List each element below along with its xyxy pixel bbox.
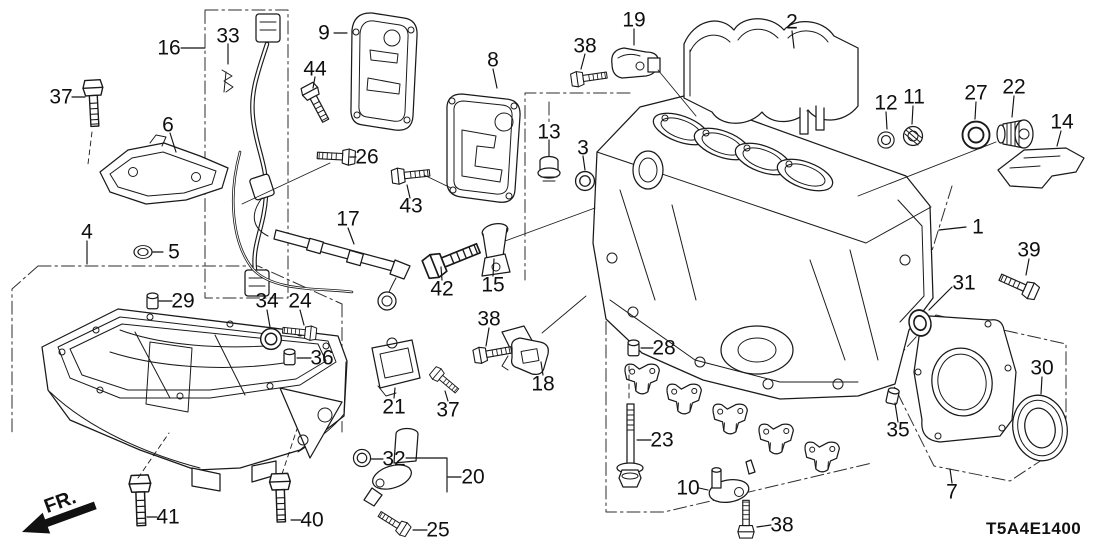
part-callout-31-30[interactable]: 31 [952, 271, 976, 295]
bolt-38-mid [472, 341, 514, 365]
bolt-25 [375, 507, 413, 539]
part-callout-19-18[interactable]: 19 [622, 8, 646, 32]
washer-5 [133, 244, 153, 260]
sensor-bracket-drawing [611, 47, 661, 79]
part-callout-3-2[interactable]: 3 [577, 136, 589, 160]
fastener-and-seal-parts [81, 66, 1041, 539]
fr-direction-arrow: FR. [22, 486, 97, 534]
bolt-44 [298, 80, 334, 126]
part-callout-40-42[interactable]: 40 [300, 508, 324, 532]
plug-13 [537, 155, 561, 182]
part-callout-42-44[interactable]: 42 [430, 277, 454, 301]
plug-22 [996, 119, 1034, 149]
bolt-38-bottom [737, 499, 755, 539]
part-callout-32-31[interactable]: 32 [382, 447, 406, 471]
dowel-35 [885, 386, 901, 406]
part-callout-43-45[interactable]: 43 [399, 194, 423, 218]
washer-12 [877, 131, 895, 149]
part-callout-5-4[interactable]: 5 [168, 240, 180, 264]
seal-ring-3 [574, 170, 596, 192]
harness-clip-drawing [221, 69, 234, 93]
part-callout-15-14[interactable]: 15 [481, 273, 505, 297]
part-callout-8-7[interactable]: 8 [487, 48, 499, 72]
breather-plate-drawing [350, 12, 418, 131]
diagram-code: T5A4E1400 [986, 519, 1082, 538]
leader-lines [71, 28, 1062, 531]
crank-seal-plate-drawing [913, 315, 1017, 443]
oil-jet-plate-drawing [708, 459, 756, 504]
part-callout-27-26[interactable]: 27 [964, 81, 988, 105]
part-callout-17-16[interactable]: 17 [336, 207, 360, 231]
bolt-37-top-left [81, 78, 106, 128]
part-callout-16-15[interactable]: 16 [157, 36, 181, 60]
part-callout-2-1[interactable]: 2 [786, 10, 798, 34]
bolt-40 [268, 472, 293, 524]
part-callout-33-32[interactable]: 33 [216, 24, 240, 48]
part-callout-18-17[interactable]: 18 [531, 372, 555, 396]
separator-plate-drawing [446, 93, 521, 203]
bolt-38-top [569, 66, 609, 89]
washer-34 [259, 327, 283, 351]
dowel-36 [283, 348, 296, 366]
part-callout-20-19[interactable]: 20 [461, 465, 485, 489]
part-callout-26-25[interactable]: 26 [355, 145, 379, 169]
part-callout-28-27[interactable]: 28 [652, 336, 676, 360]
dowel-28 [627, 339, 640, 357]
part-callout-12-11[interactable]: 12 [874, 91, 898, 115]
seal-27 [961, 120, 991, 150]
oil-pipe-drawing [232, 150, 411, 311]
stiffener-bracket-drawing [99, 134, 229, 205]
part-callout-38-40[interactable]: 38 [770, 513, 794, 537]
part-callout-38-39[interactable]: 38 [477, 307, 501, 331]
part-callout-6-5[interactable]: 6 [162, 113, 174, 137]
part-callout-44-46[interactable]: 44 [303, 57, 327, 81]
part-callout-21-20[interactable]: 21 [382, 395, 406, 419]
part-callout-34-33[interactable]: 34 [255, 289, 279, 313]
bolt-39 [996, 268, 1041, 302]
o-ring-32 [352, 448, 372, 468]
part-callout-9-8[interactable]: 9 [318, 21, 330, 45]
part-callout-7-6[interactable]: 7 [946, 480, 958, 504]
part-callout-35-34[interactable]: 35 [886, 418, 910, 442]
part-callout-30-29[interactable]: 30 [1030, 356, 1054, 380]
bolt-42 [420, 236, 484, 282]
knock-sensor-drawing [481, 223, 511, 277]
water-jacket-spacer-drawing [683, 18, 859, 135]
dowel-29 [146, 292, 159, 310]
part-callout-37-36[interactable]: 37 [49, 85, 73, 109]
part-callout-41-43[interactable]: 41 [156, 505, 180, 529]
bolt-26 [316, 146, 357, 167]
plug-11 [902, 125, 924, 147]
side-spacer-drawing [997, 147, 1085, 189]
part-callout-13-12[interactable]: 13 [537, 120, 561, 144]
part-callout-37-37[interactable]: 37 [436, 398, 460, 422]
bearing-cap-bolt-drawing [616, 403, 644, 488]
part-callout-36-35[interactable]: 36 [310, 346, 334, 370]
part-callout-1-0[interactable]: 1 [972, 215, 984, 239]
part-callout-39-41[interactable]: 39 [1017, 238, 1041, 262]
cylinder-block-drawing [592, 95, 934, 400]
part-callout-14-13[interactable]: 14 [1050, 110, 1074, 134]
crank-sensor-drawing [363, 427, 419, 507]
chain-tensioner-drawing [371, 337, 421, 397]
dipstick-tube-drawing [244, 13, 281, 297]
oil-pan-drawing [41, 308, 348, 492]
part-callout-25-24[interactable]: 25 [426, 518, 450, 542]
part-callout-22-21[interactable]: 22 [1002, 75, 1026, 99]
part-callout-38-38[interactable]: 38 [573, 34, 597, 58]
part-callout-29-28[interactable]: 29 [171, 289, 195, 313]
part-callout-11-10[interactable]: 11 [903, 85, 925, 109]
part-callout-10-9[interactable]: 10 [676, 476, 700, 500]
part-callout-23-22[interactable]: 23 [650, 428, 674, 452]
part-callout-4-3[interactable]: 4 [81, 220, 93, 244]
bolt-41 [128, 474, 153, 527]
crank-oil-seal-drawing [1012, 394, 1068, 462]
oil-pressure-switch-drawing [501, 325, 549, 375]
assembly-reference-lines [87, 69, 997, 479]
part-callout-24-23[interactable]: 24 [288, 289, 312, 313]
